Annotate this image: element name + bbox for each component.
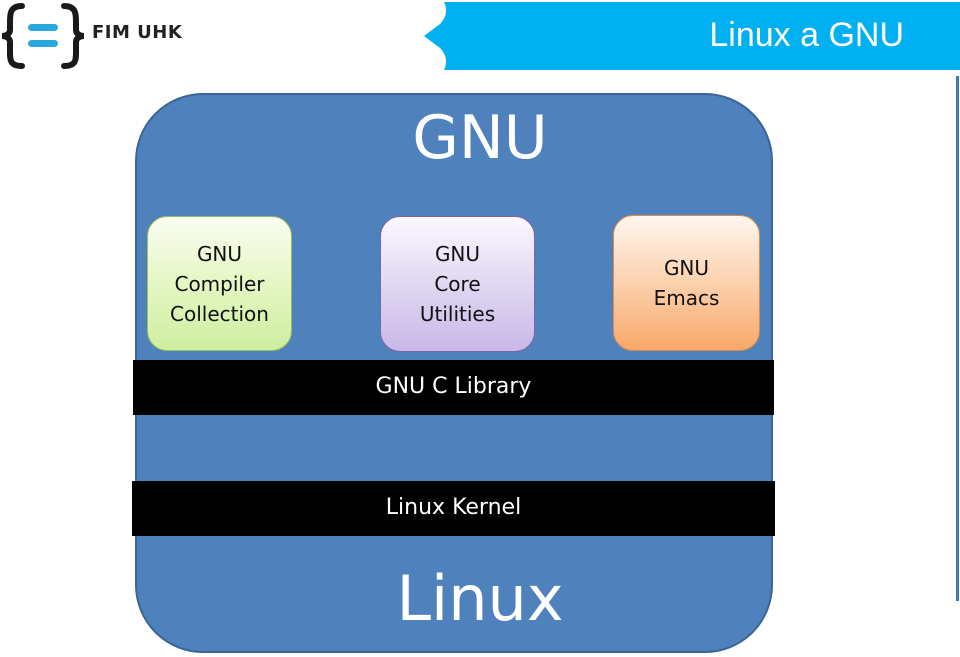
logo-text: FIM UHK: [92, 22, 183, 43]
linux-label: Linux: [396, 562, 564, 635]
fim-uhk-logo: FIM UHK: [0, 0, 200, 72]
banner-shape: [424, 2, 960, 70]
linux-kernel-layer: Linux Kernel: [132, 481, 775, 536]
coreutils-component: GNU Core Utilities: [380, 216, 535, 352]
gcc-component: GNU Compiler Collection: [147, 216, 292, 351]
braces-logo-icon: [1, 3, 85, 69]
emacs-component: GNU Emacs: [613, 215, 760, 351]
c-library-layer: GNU C Library: [133, 360, 774, 415]
slide-title: Linux a GNU: [709, 16, 904, 54]
title-banner: Linux a GNU: [420, 2, 960, 70]
right-divider-line: [956, 76, 959, 601]
gnu-label: GNU: [412, 103, 548, 173]
